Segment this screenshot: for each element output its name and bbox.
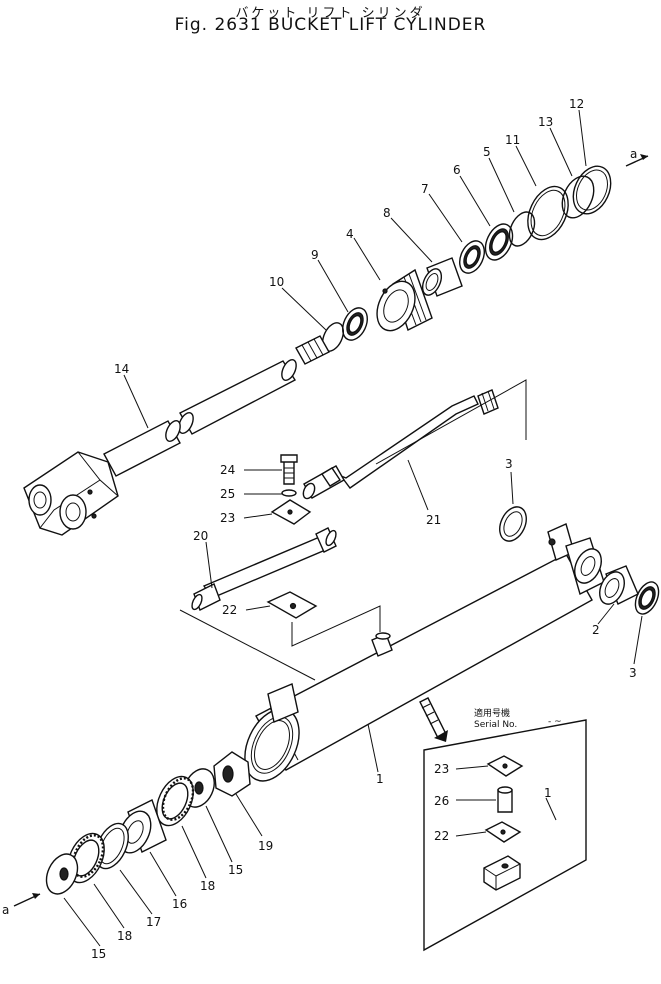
part-19-nut: [213, 751, 251, 797]
connector-line: [179, 609, 316, 681]
arrow-label-a-bottom: a: [2, 903, 9, 917]
callout-19: 19: [258, 839, 273, 853]
serial-label: Serial No.: [474, 720, 517, 730]
callout-20: 20: [193, 529, 208, 543]
part-12-retaining-ring: [572, 165, 612, 215]
callout-15-upper: 15: [228, 863, 243, 877]
part-11-ring: [527, 185, 569, 241]
part-14-piston-rod: [23, 335, 330, 536]
leader-lines: [63, 109, 643, 947]
callout-3-upper: 3: [505, 457, 513, 471]
callout-23: 23: [220, 511, 235, 525]
inset-callout-26: 26: [434, 794, 449, 808]
callout-22: 22: [222, 603, 237, 617]
part-4-cylinder-head: [376, 268, 433, 332]
callout-2: 2: [592, 623, 600, 637]
callout-labels: 12 13 11 5 6 7 8 4 9 10 14 24 25 23 21 3…: [2, 97, 637, 961]
part-23-clamp: [270, 499, 312, 525]
arrow-label-a-top: a: [630, 147, 637, 161]
part-18-wear-ring-lower: [67, 832, 105, 884]
part-3-seal-upper: [499, 506, 527, 542]
callout-15-lower: 15: [91, 947, 106, 961]
arrow-a-bottom: [13, 893, 41, 907]
figure-title-japanese: バケット リフト シリンダ: [235, 6, 426, 21]
callout-17: 17: [146, 915, 161, 929]
serial-inset: [423, 719, 587, 952]
part-22-clamp: [266, 591, 318, 619]
part-18-wear-ring-upper: [156, 775, 195, 827]
part-21-pipe: [302, 389, 499, 500]
callout-14: 14: [114, 362, 129, 376]
part-15-washer-lower: [45, 853, 79, 895]
part-25-washer: [281, 489, 297, 497]
callout-21: 21: [426, 513, 441, 527]
inset-callout-23: 23: [434, 762, 449, 776]
callout-16: 16: [172, 897, 187, 911]
part-3-seal-lower: [634, 581, 660, 615]
callout-11: 11: [505, 133, 520, 147]
inset-callout-1: 1: [544, 786, 552, 800]
callout-5: 5: [483, 145, 491, 159]
callout-25: 25: [220, 487, 235, 501]
callout-7: 7: [421, 182, 429, 196]
serial-label-japanese: 適用号機: [474, 707, 510, 719]
part-13-ring: [561, 175, 595, 219]
callout-13: 13: [538, 115, 553, 129]
callout-10: 10: [269, 275, 284, 289]
callout-6: 6: [453, 163, 461, 177]
part-1-cylinder-tube: [244, 523, 605, 782]
callout-9: 9: [311, 248, 319, 262]
inset-pointer-arrow: [419, 697, 448, 742]
part-8-bushing: [421, 257, 463, 297]
callout-1: 1: [376, 772, 384, 786]
inset-callout-22: 22: [434, 829, 449, 843]
part-24-bolt: [280, 454, 298, 485]
part-5-ring: [508, 211, 536, 247]
callout-3-lower: 3: [629, 666, 637, 680]
callout-18-lower: 18: [117, 929, 132, 943]
part-7-seal: [459, 240, 485, 274]
part-20-hose: [191, 527, 337, 611]
callout-8: 8: [383, 206, 391, 220]
callout-24: 24: [220, 463, 235, 477]
connector-line: [291, 605, 381, 647]
part-9-seal: [342, 307, 368, 341]
serial-range: - ~: [548, 717, 562, 727]
part-2-bushing: [599, 565, 639, 605]
callout-12: 12: [569, 97, 584, 111]
arrow-a-top: [625, 154, 649, 167]
callout-4: 4: [346, 227, 354, 241]
part-6-seal: [484, 223, 514, 261]
figure-title: Fig. 2631 BUCKET LIFT CYLINDER: [174, 15, 487, 35]
callout-18-upper: 18: [200, 879, 215, 893]
connector-line: [375, 379, 527, 465]
